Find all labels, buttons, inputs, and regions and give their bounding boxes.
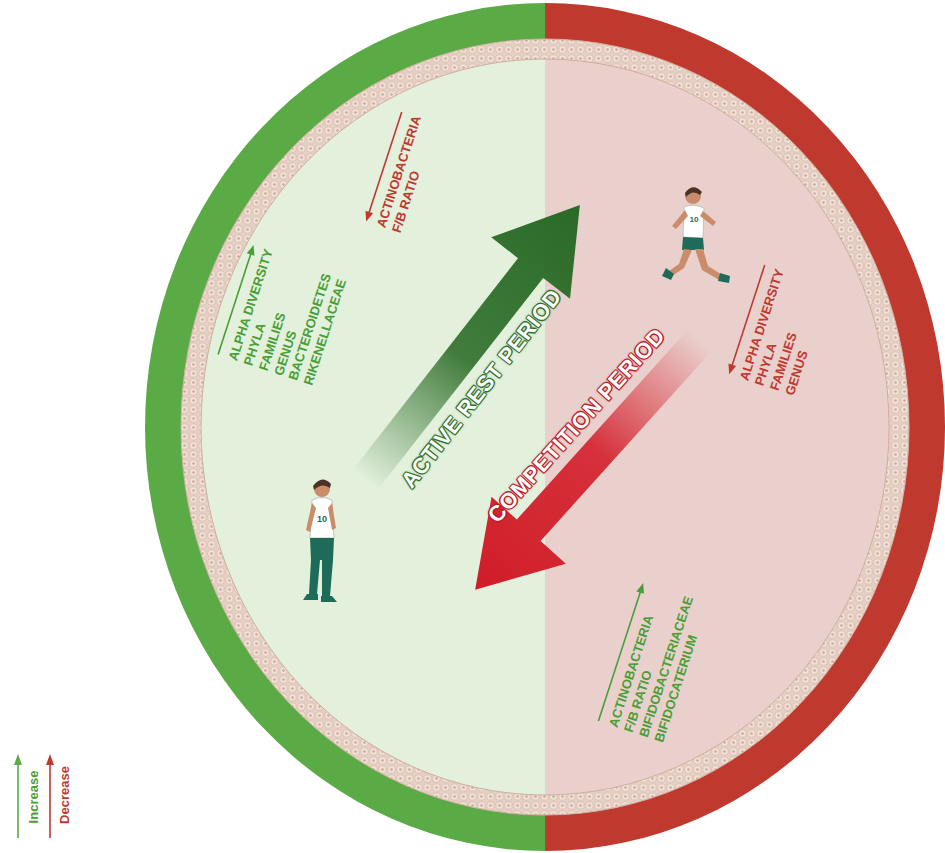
shirt-number-group: 10 [690,215,699,225]
legend-text-group: Decrease [57,766,73,824]
legend-arrows [14,754,54,838]
shirt-number: 10 [317,514,327,525]
legend-text: Decrease [57,766,73,824]
shirt-number: 10 [690,215,699,225]
shirt-number-group: 10 [317,514,327,525]
inner-field [201,59,889,795]
legend-text: Increase [26,771,42,824]
outer-ring [145,3,945,851]
running-athlete [662,187,730,283]
legend-text-group: Increase [26,771,42,824]
competition-arrow [438,307,737,624]
walking-athlete [303,479,337,602]
cell-layer [181,39,909,815]
